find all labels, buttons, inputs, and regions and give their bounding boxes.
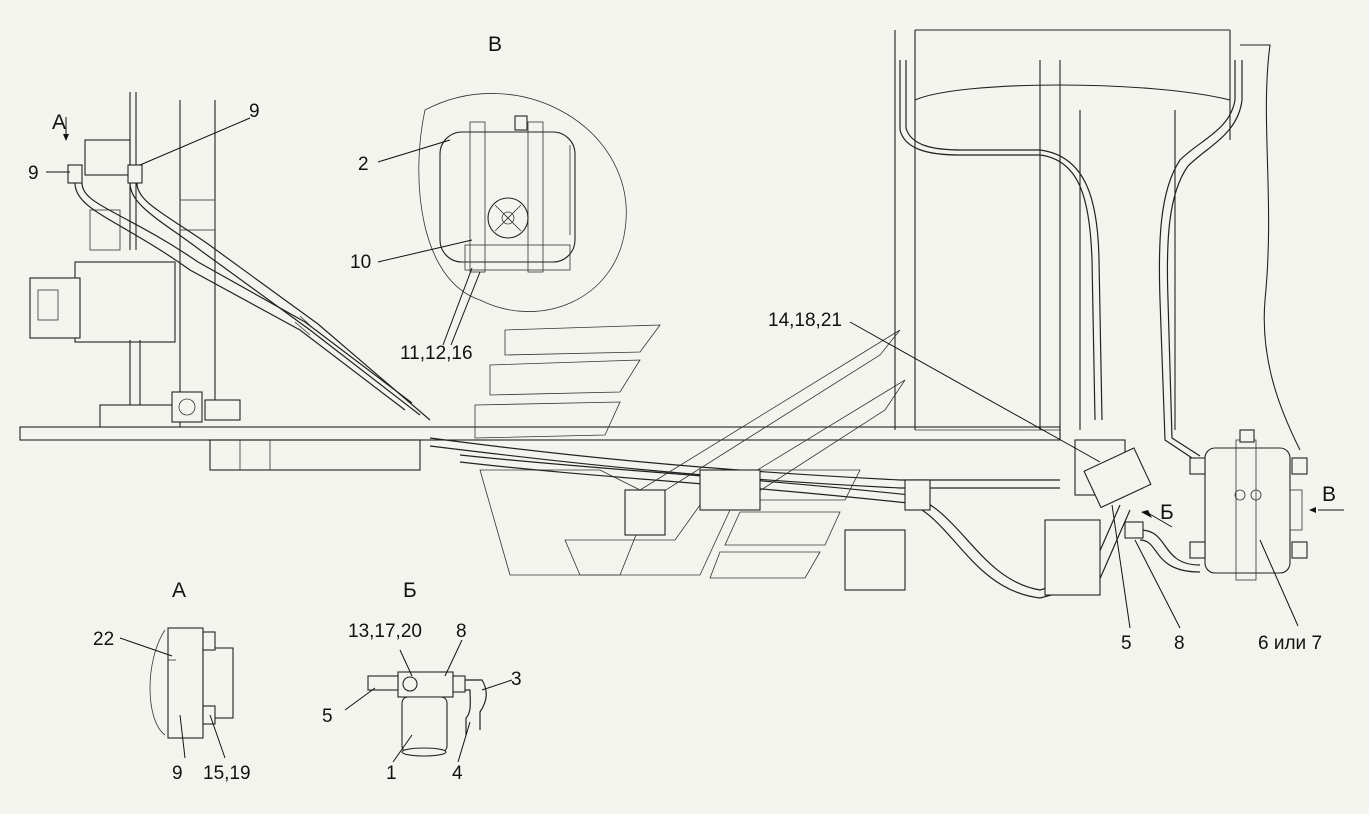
callout-9-right: 9 bbox=[249, 101, 260, 122]
detail-b-filter bbox=[367, 671, 487, 757]
callout-2: 2 bbox=[358, 154, 369, 175]
detail-a-callout-15-19: 15,19 bbox=[203, 763, 251, 784]
callout-9-left: 9 bbox=[28, 163, 39, 184]
detail-b-callout-13-17-20: 13,17,20 bbox=[348, 621, 422, 642]
detail-a-title: А bbox=[172, 579, 187, 602]
direction-arrows bbox=[474, 324, 906, 579]
callout-14-18-21: 14,18,21 bbox=[768, 310, 842, 331]
callout-8: 8 bbox=[1174, 633, 1185, 654]
callout-11-12-16: 11,12,16 bbox=[400, 343, 473, 364]
view-v-detail bbox=[418, 93, 627, 312]
detail-a-callout-22: 22 bbox=[93, 629, 115, 650]
detail-a-callout-9: 9 bbox=[172, 763, 183, 784]
detail-b-callout-1: 1 bbox=[386, 763, 397, 784]
callout-6-or-7: 6 или 7 bbox=[1258, 633, 1323, 654]
view-b-marker: Б bbox=[1160, 501, 1174, 524]
leader-lines bbox=[46, 117, 1344, 763]
frame-rail bbox=[19, 426, 1061, 471]
pump-hoses bbox=[74, 182, 431, 421]
detail-b-callout-3: 3 bbox=[511, 669, 522, 690]
view-v-marker: В bbox=[1322, 483, 1337, 506]
detail-b-callout-5: 5 bbox=[322, 706, 333, 727]
frame-filter bbox=[1083, 447, 1152, 539]
cab-structure bbox=[894, 29, 1301, 451]
frame-brackets bbox=[624, 439, 1126, 596]
detail-b-callout-4: 4 bbox=[452, 763, 463, 784]
view-a-marker: А bbox=[52, 111, 67, 134]
detail-b-callout-8: 8 bbox=[456, 621, 467, 642]
oil-tank bbox=[1189, 429, 1308, 581]
callout-5: 5 bbox=[1121, 633, 1132, 654]
detail-b-title: Б bbox=[403, 579, 417, 602]
left-pump-assembly bbox=[29, 92, 241, 428]
detail-a bbox=[149, 627, 234, 739]
callout-10: 10 bbox=[350, 252, 372, 273]
cab-hoses bbox=[899, 60, 1243, 461]
view-v-title: В bbox=[488, 33, 503, 56]
